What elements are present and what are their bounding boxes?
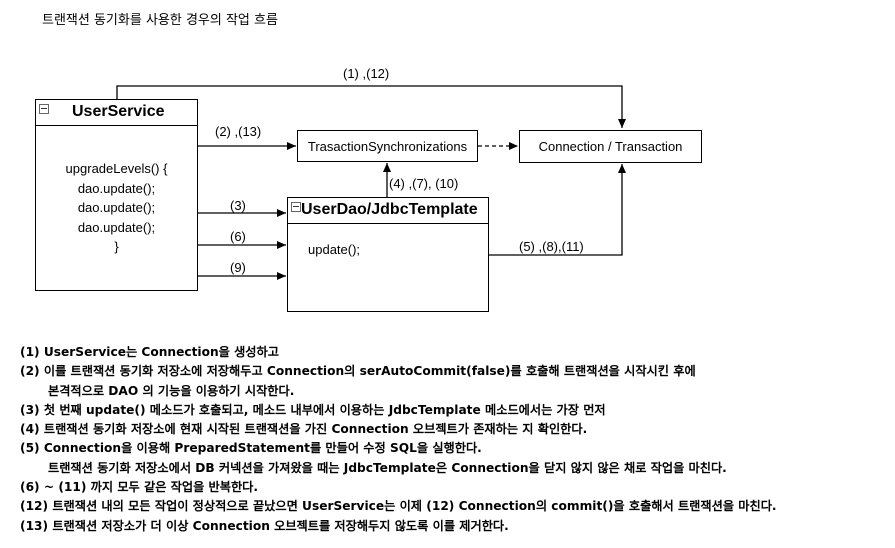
user-service-header: UserService: [36, 100, 197, 126]
note-item: (3) 첫 번째 update() 메소드가 호출되고, 메소드 내부에서 이용…: [20, 402, 606, 417]
user-dao-code: update();: [308, 242, 361, 257]
connection-box: Connection / Transaction: [519, 130, 702, 163]
edge-label-1-12: (1) ,(12): [343, 66, 390, 81]
note-item: (6) ~ (11) 까지 모두 같은 작업을 반복한다.: [20, 480, 259, 495]
code-line: dao.update();: [77, 180, 156, 196]
edge-label-5-8-11: (5) ,(8),(11): [519, 239, 584, 254]
note-item: 트랜잭션 동기화 저장소에서 DB 커넥션을 가져왔을 때는 JdbcTempl…: [48, 460, 727, 475]
edge-label-9: (9): [230, 260, 246, 275]
user-dao-header: UserDao/JdbcTemplate: [288, 198, 488, 224]
collapse-icon[interactable]: [39, 104, 49, 114]
code-line: }: [114, 239, 119, 254]
code-line: upgradeLevels() {: [65, 161, 168, 176]
note-item: (13) 트랜잭션 저장소가 더 이상 Connection 오브젝트를 저장해…: [20, 518, 509, 533]
code-line: dao.update();: [77, 219, 156, 235]
note-item: (5) Connection을 이용해 PreparedStatement를 만…: [20, 441, 482, 456]
note-item: 본격적으로 DAO 의 기능을 이용하기 시작한다.: [48, 383, 295, 398]
user-dao-box: UserDao/JdbcTemplate update();: [287, 197, 489, 312]
user-dao-title: UserDao/JdbcTemplate: [301, 201, 478, 218]
user-service-code: upgradeLevels() { dao.update(); dao.upda…: [36, 159, 197, 257]
code-line: dao.update();: [77, 200, 156, 215]
note-item: (1) UserService는 Connection을 생성하고: [20, 345, 279, 359]
diagram-title: 트랜잭션 동기화를 사용한 경우의 작업 흐름: [42, 13, 278, 28]
edge-label-2-13: (2) ,(13): [215, 124, 262, 139]
user-service-box: UserService upgradeLevels() { dao.update…: [35, 99, 198, 291]
edge-label-6: (6): [230, 229, 246, 244]
note-item: (2) 이를 트랜잭션 동기화 저장소에 저장해두고 Connection의 s…: [20, 364, 696, 379]
user-service-title: UserService: [72, 103, 165, 120]
edge-1-12: [116, 85, 626, 128]
edge-label-4-7-10: (4) ,(7), (10): [389, 176, 459, 191]
edge-5-8-11: [489, 164, 626, 256]
sync-box: TrasactionSynchronizations: [297, 130, 478, 162]
note-item: (12) 트랜잭션 내의 모든 작업이 정상적으로 끝났으면 UserServi…: [20, 499, 777, 514]
explanation-notes: (1) UserService는 Connection을 생성하고 (2) 이를…: [20, 343, 777, 536]
note-item: (4) 트랜잭션 동기화 저장소에 현재 시작된 트랜잭션을 가진 Connec…: [20, 422, 588, 437]
collapse-icon[interactable]: [291, 202, 301, 212]
edge-label-3: (3): [230, 198, 246, 213]
